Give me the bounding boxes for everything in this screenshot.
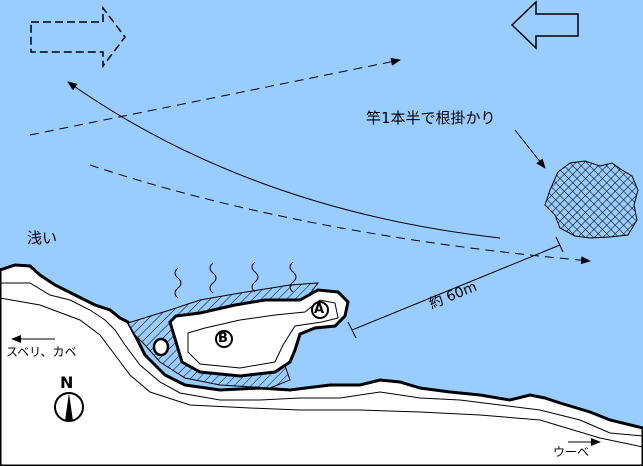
north-label: N (60, 373, 74, 392)
current-solid-curve (67, 81, 501, 239)
land-contour-2 (0, 297, 643, 448)
snag-pointer-arrow (514, 129, 546, 169)
west-shore-label: スベリ、カベ (6, 345, 77, 359)
current-dashed-lower (89, 164, 591, 265)
island-contour (187, 299, 339, 369)
point-b-marker (215, 330, 233, 348)
island (168, 288, 350, 378)
point-a-label: A (314, 302, 325, 317)
land-contour-1 (0, 282, 643, 437)
current-in-arrow-icon (30, 5, 126, 69)
shallow-label: 浅い (27, 229, 58, 247)
current-dashed-upper (29, 57, 401, 136)
current-out-arrow-icon (510, 0, 579, 50)
wave-marks (174, 261, 297, 299)
shoreline-land (0, 263, 643, 466)
snag-note-label: 竿1本半で根掛かり (366, 109, 496, 127)
small-rock (152, 337, 170, 357)
distance-line (347, 236, 564, 339)
point-b-label: B (218, 331, 228, 346)
snag-rock (544, 160, 639, 239)
north-compass-icon (54, 392, 84, 422)
east-shore-label: ウーベ (553, 445, 590, 459)
point-a-marker (311, 301, 329, 319)
